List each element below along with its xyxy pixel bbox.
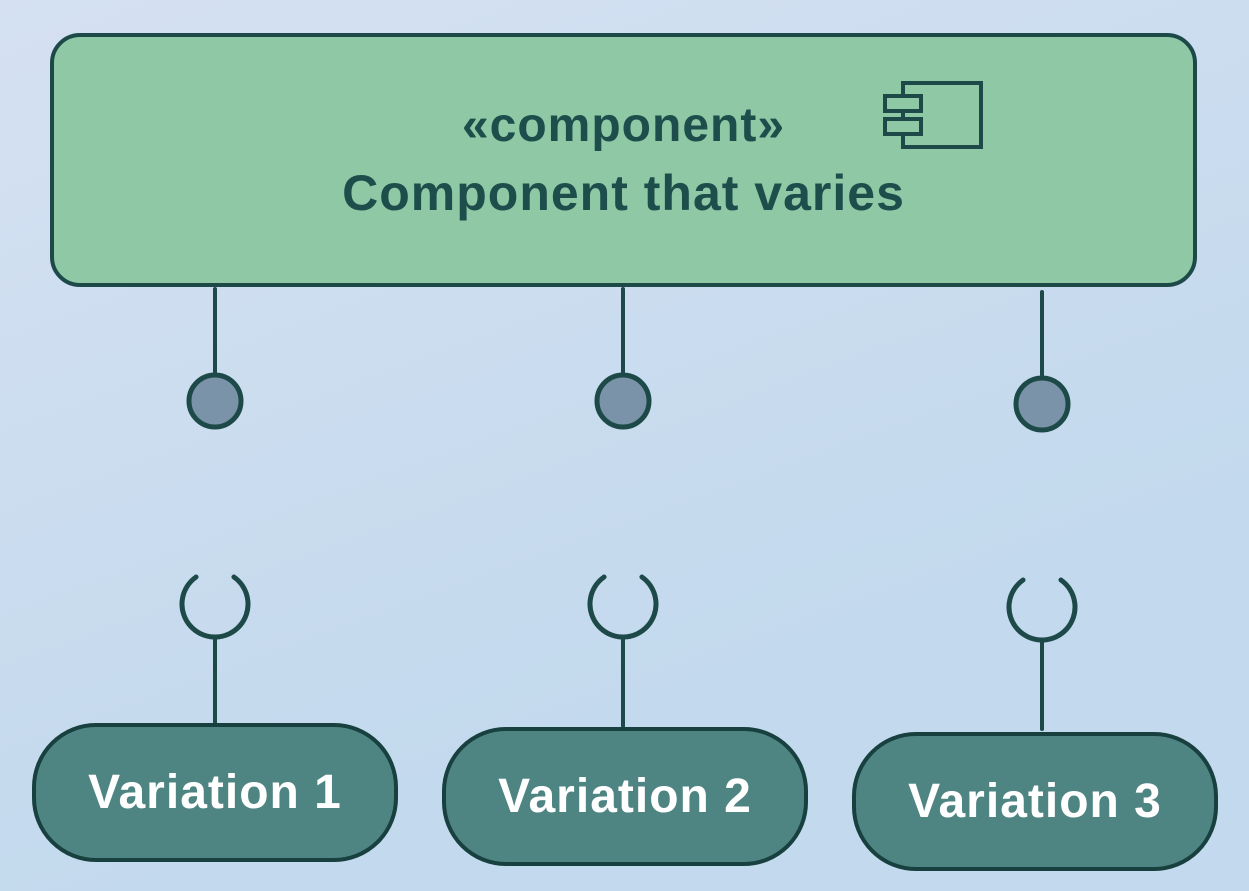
variation-node-3: Variation 3 bbox=[852, 732, 1218, 871]
component-node: «component» Component that varies bbox=[50, 33, 1197, 287]
connector-1 bbox=[182, 289, 248, 726]
variation-label: Variation 3 bbox=[908, 775, 1162, 828]
variation-label: Variation 1 bbox=[88, 766, 342, 819]
variation-node-1: Variation 1 bbox=[32, 723, 398, 862]
component-stereotype-label: «component» bbox=[461, 99, 786, 152]
variation-node-2: Variation 2 bbox=[442, 727, 808, 866]
connector-3 bbox=[1009, 292, 1075, 729]
connector-2 bbox=[590, 289, 656, 726]
component-name-label: Component that varies bbox=[342, 165, 905, 221]
variation-label: Variation 2 bbox=[498, 770, 752, 823]
